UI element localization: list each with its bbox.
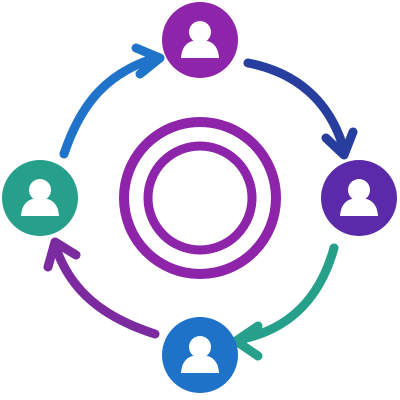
arrow-right-to-bottom [233,243,339,345]
arrow-bottom-to-left [50,240,160,339]
user-icon [340,179,378,216]
arrow-bottom-to-left-head [43,237,81,272]
arrow-right-to-bottom-head [231,321,263,361]
node-top [162,2,238,78]
node-left [2,160,78,236]
arrow-top-to-right-head [321,127,358,160]
arrow-left-to-top-head [131,43,165,79]
center-target-icon [119,117,281,279]
user-icon [21,179,59,216]
user-icon [181,336,219,373]
cycle-arrows [43,43,358,361]
node-bottom [162,317,238,393]
node-right [321,160,397,236]
user-icon [181,21,219,58]
outer-ring [119,117,281,279]
arrow-left-to-top [59,53,160,159]
arrow-top-to-right [243,58,349,155]
inner-ring [143,141,257,255]
